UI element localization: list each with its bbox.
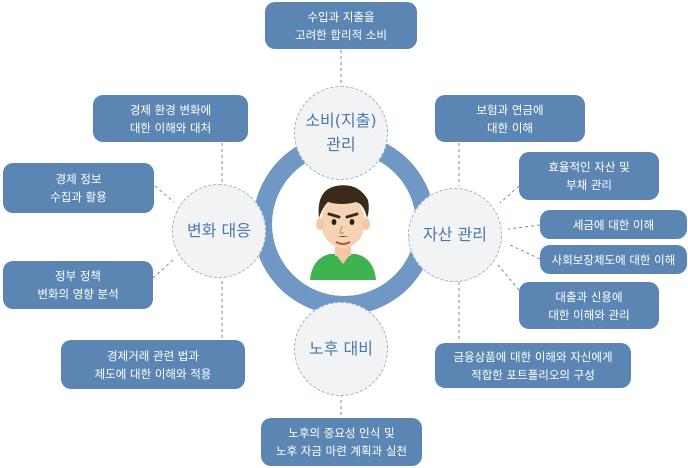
box-economic-environment: 경제 환경 변화에 대한 이해와 대처	[93, 95, 248, 142]
box-retirement-planning: 노후의 중요성 인식 및 노후 자금 마련 계획과 실천	[261, 418, 422, 466]
box-portfolio: 금융상품에 대한 이해와 자신에게 적합한 포트폴리오의 구성	[435, 343, 631, 388]
connector-tax	[507, 224, 541, 230]
person-avatar-icon	[310, 185, 376, 280]
node-asset-management: 자산 관리	[408, 188, 502, 282]
box-economic-law: 경제거래 관련 법과 제도에 대한 이해와 적용	[61, 340, 245, 389]
connector-social-security	[507, 243, 541, 260]
connector-loan-credit	[497, 264, 520, 291]
node-retirement-preparation: 노후 대비	[294, 302, 388, 396]
connector-efficient-asset	[499, 185, 520, 204]
box-government-policy: 정부 정책 변화의 영향 분석	[3, 261, 153, 309]
box-social-security: 사회보장제도에 대한 이해	[540, 245, 687, 274]
connector-gov-policy	[152, 258, 175, 279]
box-insurance-pension: 보험과 연금에 대한 이해	[435, 95, 585, 142]
node-spending-management: 소비(지출) 관리	[294, 86, 388, 180]
box-economic-information: 경제 정보 수집과 활용	[3, 163, 154, 213]
box-tax: 세금에 대한 이해	[540, 210, 687, 239]
box-loan-credit: 대출과 신용에 대한 이해와 관리	[519, 282, 659, 329]
box-efficient-asset: 효율적인 자산 및 부채 관리	[519, 152, 659, 200]
connector-econ-info	[154, 185, 175, 203]
box-rational-consumption: 수입과 지출을 고려한 합리적 소비	[265, 2, 417, 49]
node-change-response: 변화 대응	[172, 184, 266, 278]
